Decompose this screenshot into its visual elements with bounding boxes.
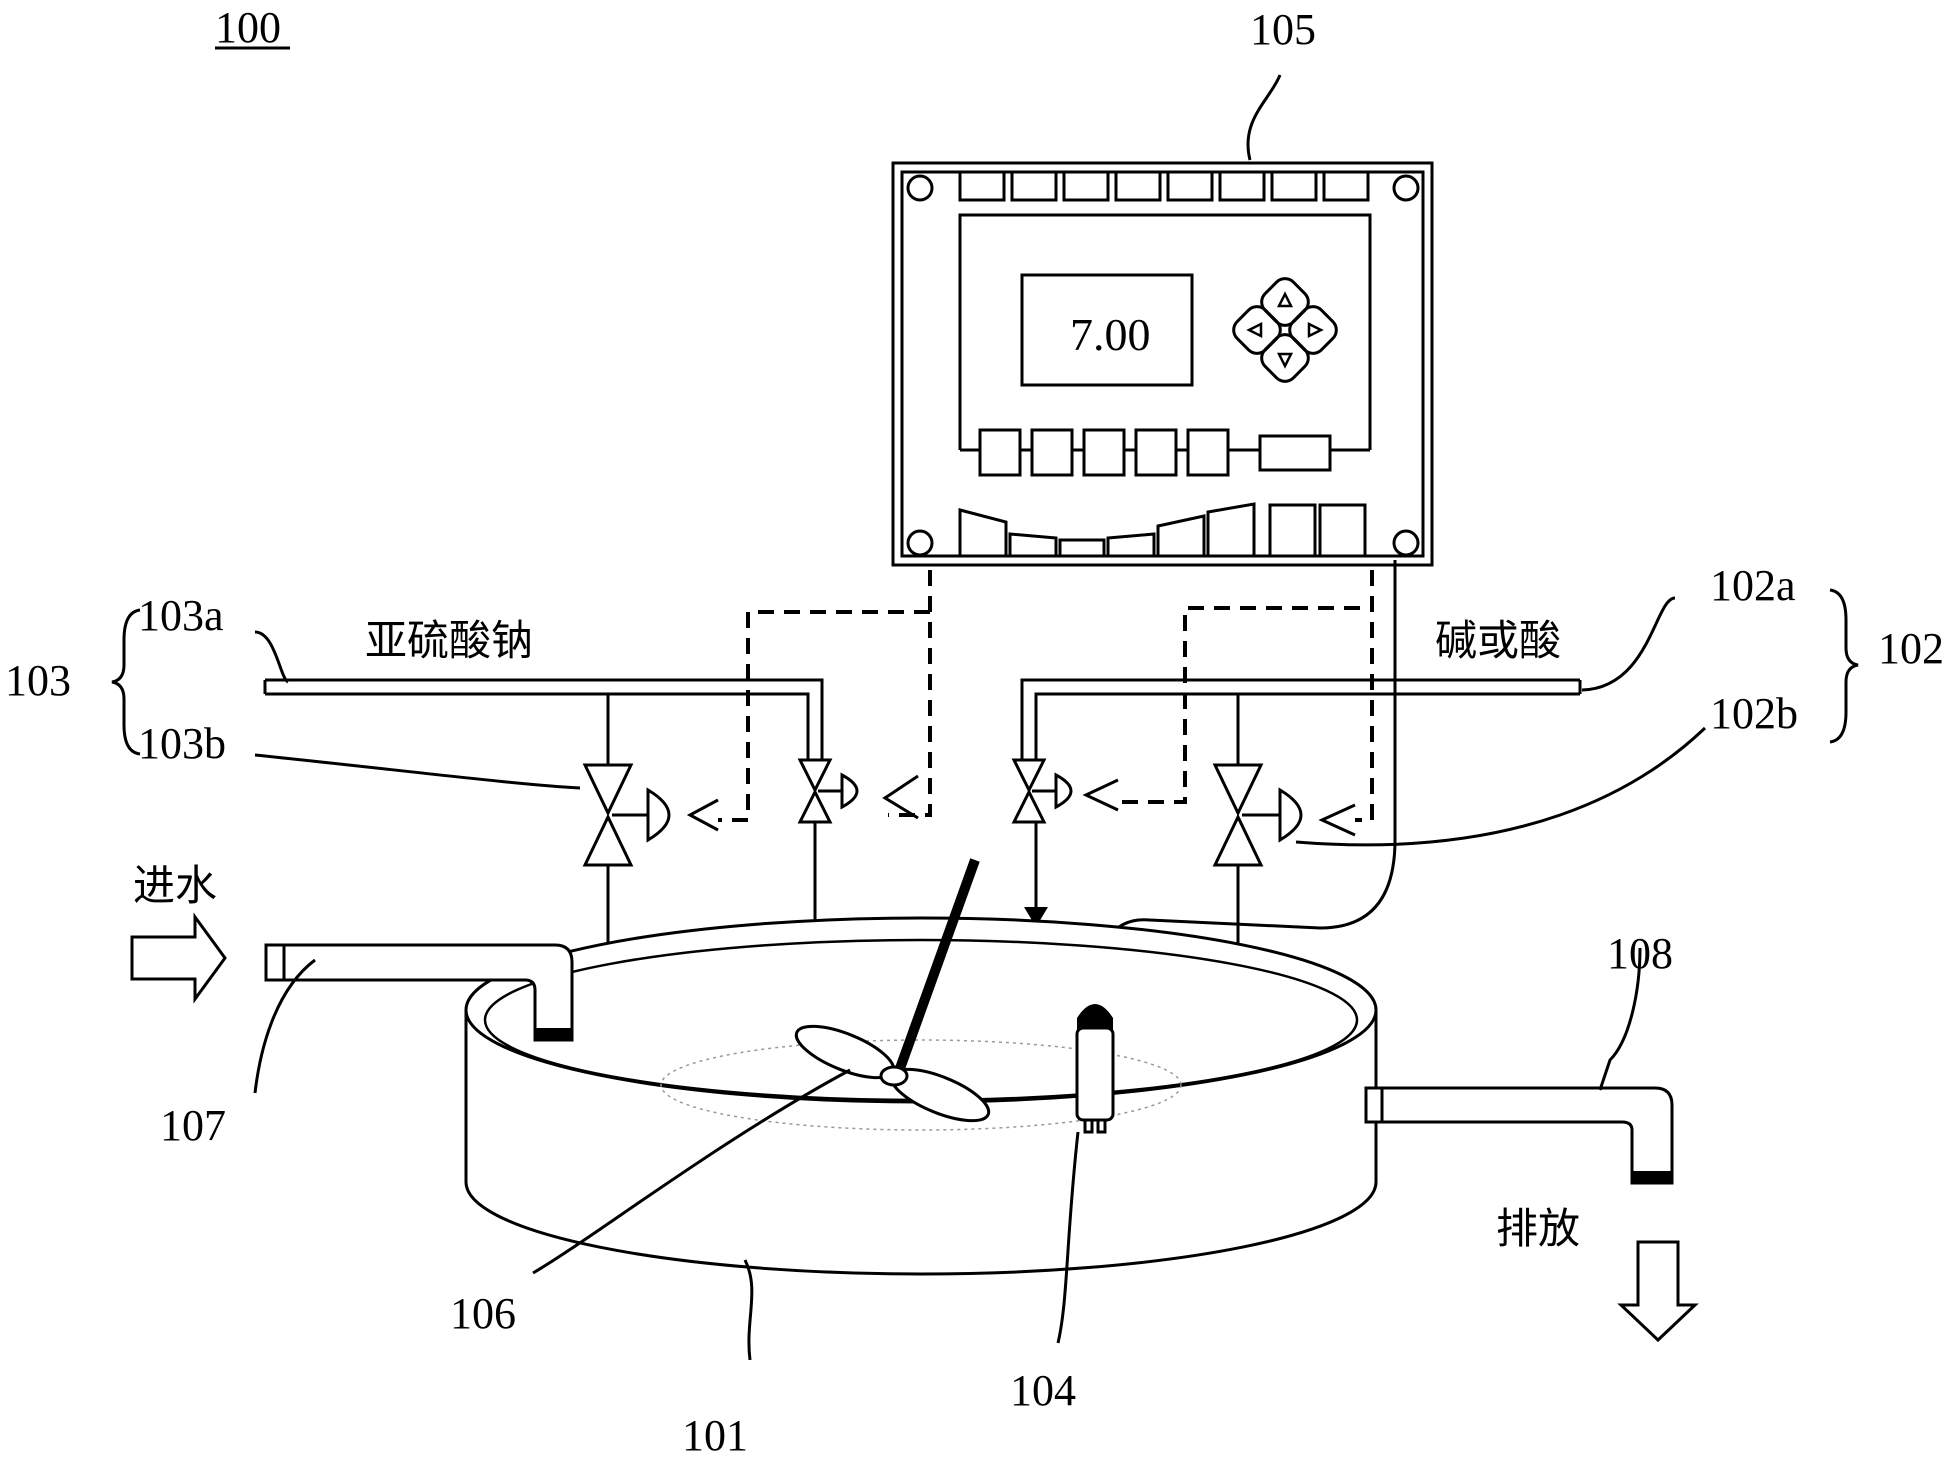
label-probe: 104: [1010, 1366, 1076, 1415]
water-in-arrow: [130, 912, 227, 1004]
label-sulfite-pipe: 103a: [138, 591, 224, 640]
base-acid-valve-small: [1011, 758, 1119, 927]
leader-lines: [253, 74, 1707, 1361]
base-acid-pipe: [1020, 678, 1582, 765]
label-sulfite-valve: 103b: [138, 719, 226, 768]
controller-bottom-terminals: [958, 502, 1367, 558]
inlet-pipe: [264, 943, 574, 1042]
probe: [1075, 1004, 1115, 1134]
controller-top-terminals: [958, 170, 1370, 202]
label-tank: 101: [682, 1411, 748, 1458]
label-base-acid-group: 102: [1878, 624, 1944, 673]
display-value: 7.00: [1070, 309, 1151, 360]
label-discharge: 排放: [1496, 1204, 1580, 1253]
outlet-pipe: [1364, 1086, 1674, 1185]
label-sulfite-group: 103: [5, 656, 71, 705]
stirrer: [794, 858, 991, 1123]
control-signal-lines: [718, 570, 1374, 822]
controller-display: [1020, 273, 1194, 387]
figure-number: 100: [215, 3, 281, 52]
label-sulfite: 亚硫酸钠: [365, 616, 533, 665]
controller: 7.00: [891, 161, 1434, 567]
base-acid-group-brace: [1829, 588, 1859, 744]
sulfite-group-brace: [111, 608, 141, 756]
controller-buttons: [960, 428, 1370, 477]
sulfite-pipe: [263, 678, 824, 765]
label-base-acid-valve: 102b: [1710, 689, 1798, 738]
label-base-acid-pipe: 102a: [1710, 561, 1796, 610]
label-water-in: 进水: [133, 861, 217, 910]
label-controller: 105: [1250, 5, 1316, 54]
label-base-or-acid: 碱或酸: [1435, 616, 1561, 665]
controller-keypad: [1232, 277, 1338, 383]
label-stirrer: 106: [450, 1289, 516, 1338]
label-outlet: 108: [1607, 929, 1673, 978]
discharge-arrow: [1617, 1240, 1699, 1343]
label-inlet: 107: [160, 1101, 226, 1150]
